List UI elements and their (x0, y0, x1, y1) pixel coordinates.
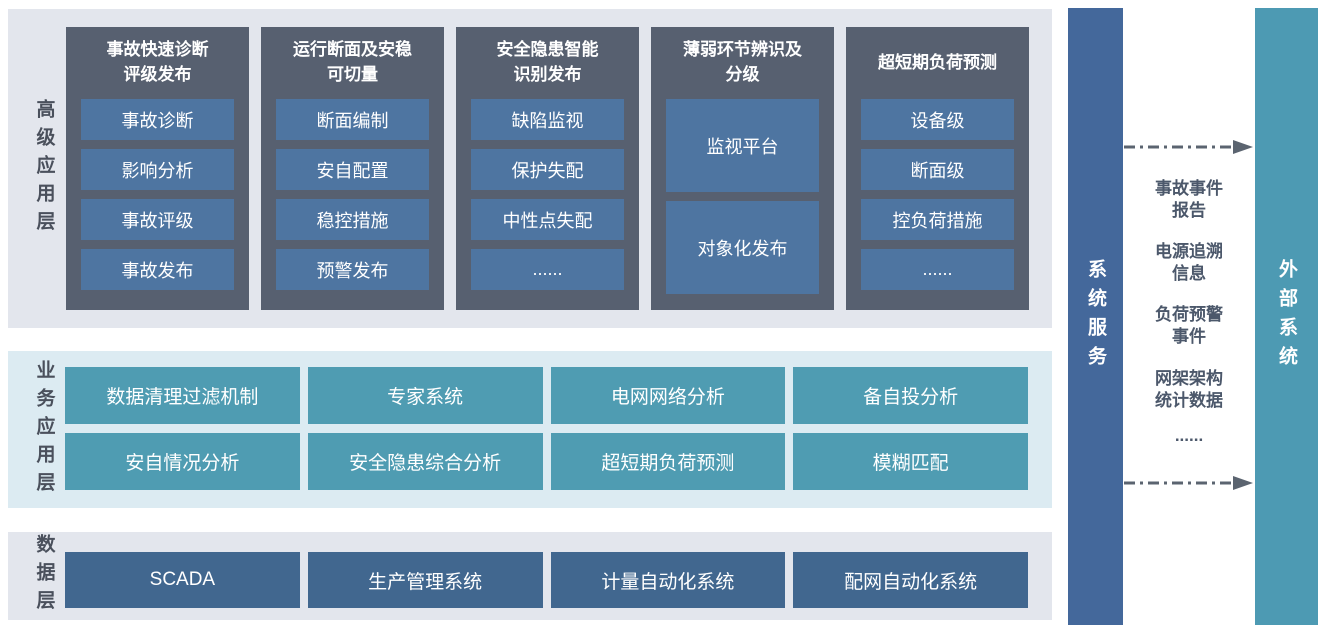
group-item: 断面编制 (276, 99, 429, 140)
business-item: 数据清理过滤机制 (65, 367, 300, 424)
business-item: 电网网络分析 (550, 367, 786, 424)
group-item: 稳控措施 (276, 199, 429, 240)
group-operation-section-stability: 运行断面及安稳 可切量 断面编制 安自配置 稳控措施 预警发布 (261, 27, 444, 310)
group-item: 设备级 (861, 99, 1014, 140)
channel-item: 网架架构 统计数据 (1155, 368, 1223, 410)
group-weak-link-identification: 薄弱环节辨识及 分级 监视平台 对象化发布 (651, 27, 834, 310)
business-application-layer: 业务应用层 数据清理过滤机制 专家系统 电网网络分析 备自投分析 安自情况分析 … (8, 351, 1052, 508)
group-item: ...... (471, 249, 624, 290)
channel-text-list: 事故事件 报告 电源追溯 信息 负荷预警 事件 网架架构 统计数据 ...... (1123, 178, 1255, 444)
group-item: 监视平台 (666, 99, 819, 192)
system-services-bar: 系统服务 (1068, 8, 1123, 625)
group-item: ...... (861, 249, 1014, 290)
channel-item: 负荷预警 事件 (1155, 305, 1223, 347)
group-item: 事故评级 (81, 199, 234, 240)
dashdot-arrow-right-top-icon (1124, 140, 1253, 154)
channel-ellipsis: ...... (1174, 425, 1204, 445)
group-hidden-danger-identification: 安全隐患智能 识别发布 缺陷监视 保护失配 中性点失配 ...... (456, 27, 639, 310)
data-items-grid: SCADA 生产管理系统 计量自动化系统 配网自动化系统 (65, 552, 1028, 608)
business-items-grid: 数据清理过滤机制 专家系统 电网网络分析 备自投分析 安自情况分析 安全隐患综合… (65, 367, 1028, 490)
business-item: 模糊匹配 (793, 433, 1028, 490)
channel-item: 电源追溯 信息 (1155, 242, 1223, 284)
group-title: 安全隐患智能 识别发布 (496, 40, 599, 84)
dashdot-arrow-right-bottom-icon (1124, 476, 1253, 490)
advanced-layer-label: 高级应用层 (33, 98, 55, 239)
group-accident-rapid-diagnosis: 事故快速诊断 评级发布 事故诊断 影响分析 事故评级 事故发布 (66, 27, 249, 310)
group-item: 保护失配 (471, 149, 624, 190)
group-title: 超短期负荷预测 (878, 52, 997, 72)
business-item: 安全隐患综合分析 (307, 433, 543, 490)
advanced-groups: 事故快速诊断 评级发布 事故诊断 影响分析 事故评级 事故发布 运行断面及安稳 … (66, 27, 1029, 310)
group-title: 运行断面及安稳 可切量 (293, 40, 412, 84)
group-item: 控负荷措施 (861, 199, 1014, 240)
business-layer-label: 业务应用层 (33, 359, 55, 500)
services-external-channel: 事故事件 报告 电源追溯 信息 负荷预警 事件 网架架构 统计数据 ...... (1123, 8, 1255, 625)
group-item: 中性点失配 (471, 199, 624, 240)
data-layer: 数据层 SCADA 生产管理系统 计量自动化系统 配网自动化系统 (8, 532, 1052, 620)
external-systems-bar: 外部系统 (1255, 8, 1318, 625)
group-item: 安自配置 (276, 149, 429, 190)
business-item: 备自投分析 (793, 367, 1028, 424)
group-item: 缺陷监视 (471, 99, 624, 140)
data-layer-label: 数据层 (33, 534, 55, 618)
group-ultra-short-term-load-forecast: 超短期负荷预测 设备级 断面级 控负荷措施 ...... (846, 27, 1029, 310)
business-item: 安自情况分析 (65, 433, 300, 490)
business-item: 专家系统 (307, 367, 543, 424)
group-item: 预警发布 (276, 249, 429, 290)
data-item: 生产管理系统 (307, 552, 543, 608)
business-item: 超短期负荷预测 (550, 433, 786, 490)
group-title: 事故快速诊断 评级发布 (106, 40, 209, 84)
data-item: 配网自动化系统 (793, 552, 1028, 608)
group-item: 事故发布 (81, 249, 234, 290)
group-item: 断面级 (861, 149, 1014, 190)
advanced-application-layer: 高级应用层 事故快速诊断 评级发布 事故诊断 影响分析 事故评级 事故发布 运行… (8, 9, 1052, 328)
data-item: SCADA (65, 552, 300, 608)
group-item: 对象化发布 (666, 201, 819, 294)
group-item: 影响分析 (81, 149, 234, 190)
data-item: 计量自动化系统 (550, 552, 786, 608)
channel-item: 事故事件 报告 (1155, 179, 1223, 221)
group-title: 薄弱环节辨识及 分级 (683, 40, 802, 84)
group-item: 事故诊断 (81, 99, 234, 140)
